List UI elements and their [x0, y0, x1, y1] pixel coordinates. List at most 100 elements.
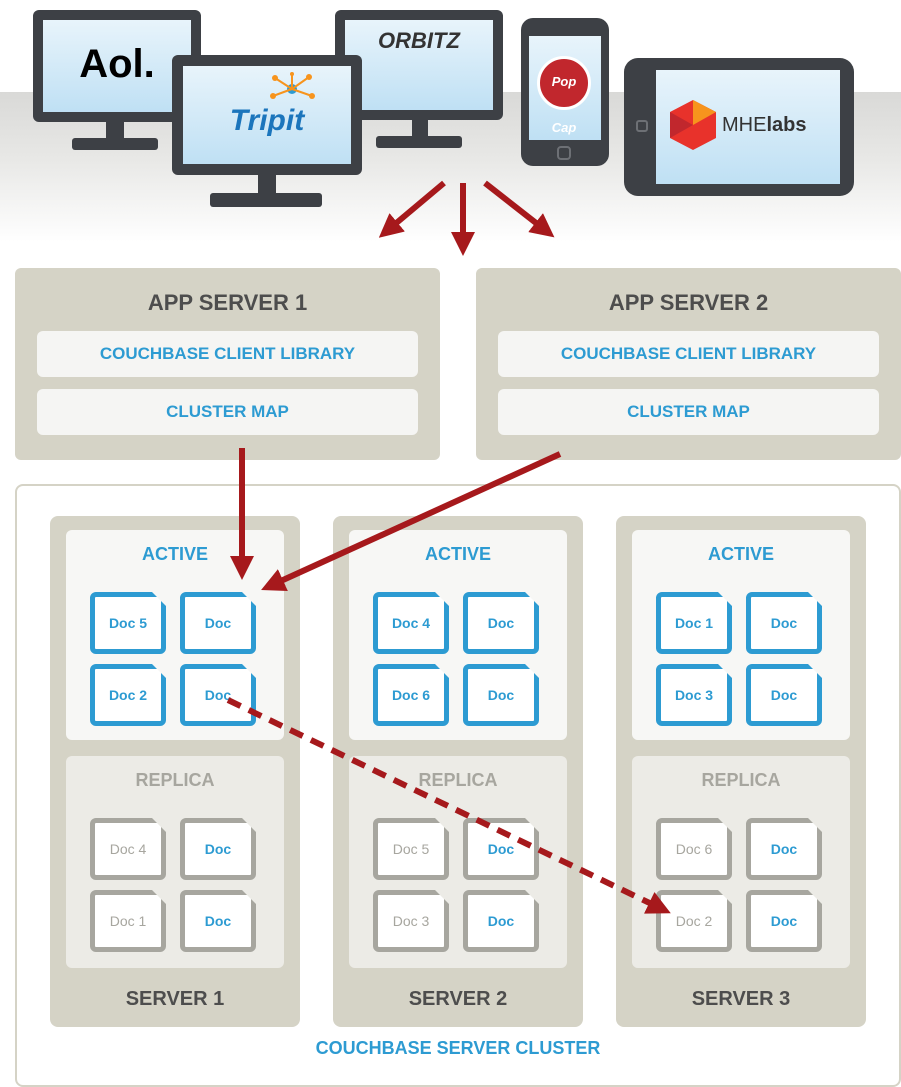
- doc-label: Doc: [204, 913, 232, 929]
- doc-corner-fold: [152, 592, 166, 606]
- doc-label: Doc 2: [108, 687, 148, 703]
- doc-label: Doc: [204, 841, 232, 857]
- replica-doc: Doc: [180, 890, 256, 952]
- doc-label: Doc 6: [675, 841, 713, 857]
- doc-corner-fold: [435, 592, 449, 606]
- mhe-logo-icon: [670, 100, 716, 150]
- active-doc: Doc 2: [90, 664, 166, 726]
- doc-corner-fold: [242, 664, 256, 678]
- doc-corner-fold: [242, 890, 256, 904]
- doc-label: Doc 6: [391, 687, 431, 703]
- active-doc: Doc 6: [373, 664, 449, 726]
- doc-label: Doc 4: [391, 615, 431, 631]
- replica-doc: Doc 4: [90, 818, 166, 880]
- tablet-home-button: [636, 120, 648, 132]
- doc-label: Doc: [770, 841, 798, 857]
- server-label: SERVER 1: [125, 988, 225, 1010]
- tripit-network-icon: [270, 72, 315, 99]
- tablet-device: MHElabs: [624, 58, 854, 196]
- doc-label: Doc 5: [108, 615, 148, 631]
- active-doc: Doc: [463, 664, 539, 726]
- arrow-to-app-server-2: [483, 180, 555, 238]
- aol-monitor-base: [72, 138, 158, 150]
- active-doc: Doc: [180, 664, 256, 726]
- doc-corner-fold: [242, 592, 256, 606]
- doc-label: Doc 1: [109, 913, 147, 929]
- active-doc: Doc 1: [656, 592, 732, 654]
- doc-corner-fold: [435, 818, 449, 832]
- doc-corner-fold: [435, 664, 449, 678]
- replication-arrow: [226, 697, 671, 914]
- active-label: ACTIVE: [141, 544, 208, 564]
- active-doc: Doc 5: [90, 592, 166, 654]
- orbitz-logo: ORBITZ: [378, 28, 460, 53]
- doc-corner-fold: [808, 592, 822, 606]
- replica-doc: Doc 3: [373, 890, 449, 952]
- doc-label: Doc: [204, 687, 232, 703]
- replica-doc: Doc: [746, 890, 822, 952]
- server-label: SERVER 2: [408, 988, 508, 1010]
- tripit-monitor: Tripit: [172, 55, 362, 175]
- doc-label: Doc: [770, 687, 798, 703]
- active-doc: Doc: [746, 664, 822, 726]
- doc-label: Doc: [487, 687, 515, 703]
- doc-corner-fold: [525, 818, 539, 832]
- replica-doc: Doc 5: [373, 818, 449, 880]
- replica-doc: Doc 6: [656, 818, 732, 880]
- phone-home-button: [557, 146, 571, 160]
- cluster-map-1: CLUSTER MAP: [37, 389, 418, 435]
- doc-corner-fold: [152, 664, 166, 678]
- replica-doc: Doc 1: [90, 890, 166, 952]
- doc-label: Doc: [487, 913, 515, 929]
- doc-corner-fold: [808, 664, 822, 678]
- phone-device: Pop Cap: [521, 18, 609, 166]
- active-label: ACTIVE: [707, 544, 774, 564]
- doc-corner-fold: [242, 818, 256, 832]
- app-server-2-title: APP SERVER 2: [608, 290, 769, 315]
- doc-corner-fold: [718, 664, 732, 678]
- replica-doc: Doc: [180, 818, 256, 880]
- doc-label: Doc 5: [392, 841, 430, 857]
- active-doc: Doc: [463, 592, 539, 654]
- replica-doc: Doc: [463, 890, 539, 952]
- doc-corner-fold: [525, 890, 539, 904]
- doc-corner-fold: [525, 664, 539, 678]
- doc-label: Doc 4: [109, 841, 147, 857]
- doc-corner-fold: [152, 890, 166, 904]
- app-server-1-title: APP SERVER 1: [147, 290, 308, 315]
- aol-logo: Aol.: [79, 42, 155, 86]
- doc-corner-fold: [808, 818, 822, 832]
- cluster-label: COUCHBASE SERVER CLUSTER: [315, 1038, 601, 1058]
- mhe-labs-text: MHElabs: [722, 114, 807, 136]
- popcap-logo: Pop Cap: [537, 56, 591, 135]
- app-server-2: APP SERVER 2 COUCHBASE CLIENT LIBRARY CL…: [476, 268, 901, 460]
- replica-label: REPLICA: [701, 770, 781, 790]
- active-doc: Doc: [746, 592, 822, 654]
- cluster-map-2: CLUSTER MAP: [498, 389, 879, 435]
- doc-corner-fold: [525, 592, 539, 606]
- tripit-monitor-stand: [258, 175, 276, 195]
- doc-corner-fold: [152, 818, 166, 832]
- server-label: SERVER 3: [691, 988, 791, 1010]
- doc-corner-fold: [718, 592, 732, 606]
- active-doc: Doc 3: [656, 664, 732, 726]
- orbitz-monitor-base: [376, 136, 462, 148]
- active-label: ACTIVE: [424, 544, 491, 564]
- doc-label: Doc 2: [675, 913, 713, 929]
- replica-label: REPLICA: [135, 770, 215, 790]
- replica-label: REPLICA: [418, 770, 498, 790]
- replica-doc: Doc: [746, 818, 822, 880]
- client-library-1: COUCHBASE CLIENT LIBRARY: [37, 331, 418, 377]
- orbitz-monitor-stand: [412, 120, 428, 138]
- doc-label: Doc 3: [392, 913, 430, 929]
- client-library-2: COUCHBASE CLIENT LIBRARY: [498, 331, 879, 377]
- doc-label: Doc: [770, 615, 798, 631]
